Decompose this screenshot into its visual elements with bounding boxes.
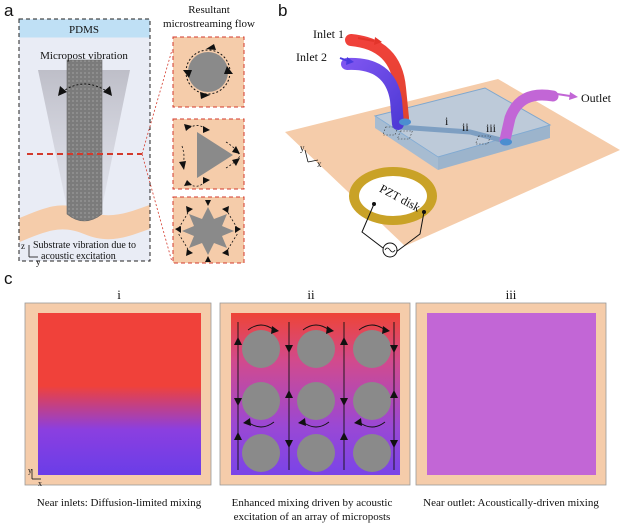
substrate-wave bbox=[19, 205, 150, 242]
axis-y-label-a: y bbox=[36, 257, 41, 267]
outlet-arrow bbox=[556, 93, 571, 97]
post bbox=[353, 434, 391, 472]
substrate-label-line1: Substrate vibration due to bbox=[33, 240, 136, 251]
post bbox=[353, 330, 391, 368]
panel-c-letter: c bbox=[4, 269, 13, 288]
post bbox=[297, 330, 335, 368]
axis-y-label-b: y bbox=[300, 143, 305, 153]
inlet2-tube bbox=[341, 57, 404, 130]
flow-box-circle bbox=[172, 36, 245, 108]
panel-a-main-box: PDMS Micropost vibration z y Substrate v… bbox=[18, 18, 151, 267]
axis-x-label-c: x bbox=[38, 479, 42, 488]
circle-post bbox=[188, 52, 228, 92]
micropost-array bbox=[242, 330, 391, 472]
micropost bbox=[66, 59, 103, 222]
post bbox=[353, 382, 391, 420]
panel-c-ii bbox=[219, 302, 411, 486]
inlet1-tube bbox=[345, 34, 409, 124]
caption-ii-line1: Enhanced mixing driven by acoustic bbox=[232, 497, 393, 509]
panel-b-letter: b bbox=[278, 1, 287, 20]
col-ii-label: ii bbox=[307, 287, 315, 302]
substrate-label-line2: acoustic excitation bbox=[41, 251, 116, 262]
zone-ii-box bbox=[396, 130, 413, 140]
star-post bbox=[182, 207, 234, 255]
axis-x-label-b: x bbox=[317, 159, 322, 169]
flow-title-line2: microstreaming flow bbox=[163, 18, 255, 30]
pdms-layer bbox=[19, 19, 150, 38]
axis-z-label: z bbox=[21, 241, 25, 251]
zone-i-box bbox=[382, 126, 399, 136]
pdms-label: PDMS bbox=[69, 24, 99, 36]
col-i-label: i bbox=[117, 287, 121, 302]
panel-c-iii bbox=[415, 302, 607, 486]
flow-box-star bbox=[172, 196, 245, 264]
post bbox=[242, 434, 280, 472]
zone-i-label: i bbox=[445, 114, 449, 128]
zoom-guide-bottom bbox=[141, 153, 173, 263]
caption-iii: Near outlet: Acoustically-driven mixing bbox=[423, 497, 599, 509]
outlet-tube bbox=[499, 89, 559, 146]
zone-ii-label: ii bbox=[462, 120, 469, 134]
flow-title-line1: Resultant bbox=[188, 4, 230, 16]
inlet2-label: Inlet 2 bbox=[296, 50, 327, 64]
post bbox=[297, 434, 335, 472]
mixed-fluid bbox=[427, 313, 596, 475]
vibration-arrow-right bbox=[103, 86, 112, 96]
inlet1-arrow bbox=[357, 37, 375, 42]
streaming-arrowheads bbox=[234, 326, 398, 448]
caption-i: Near inlets: Diffusion-limited mixing bbox=[37, 497, 202, 509]
panel-a-letter: a bbox=[4, 1, 14, 20]
pzt-center bbox=[359, 176, 427, 216]
micropost-label: Micropost vibration bbox=[40, 50, 128, 62]
triangle-post bbox=[197, 132, 233, 178]
post bbox=[242, 330, 280, 368]
outlet-label: Outlet bbox=[581, 91, 612, 105]
post bbox=[297, 382, 335, 420]
chip-side-right bbox=[438, 125, 550, 170]
chip-side-left bbox=[375, 116, 438, 170]
panel-c-i: y x bbox=[24, 302, 212, 488]
axis-y-label-c: y bbox=[28, 466, 32, 475]
col-iii-label: iii bbox=[506, 287, 517, 302]
post bbox=[242, 382, 280, 420]
zone-iii-box bbox=[475, 135, 491, 145]
panel-b-device: PZT disk i ii iii Inlet 1 Inlet 2 Ou bbox=[285, 27, 620, 258]
vibration-arrow-left bbox=[58, 86, 67, 96]
flow-box-triangle bbox=[172, 118, 245, 190]
zone-iii-label: iii bbox=[486, 121, 497, 135]
caption-ii-line2: excitation of an array of microposts bbox=[234, 511, 391, 523]
inlet1-label: Inlet 1 bbox=[313, 27, 344, 41]
diffusion-gradient bbox=[38, 313, 201, 475]
